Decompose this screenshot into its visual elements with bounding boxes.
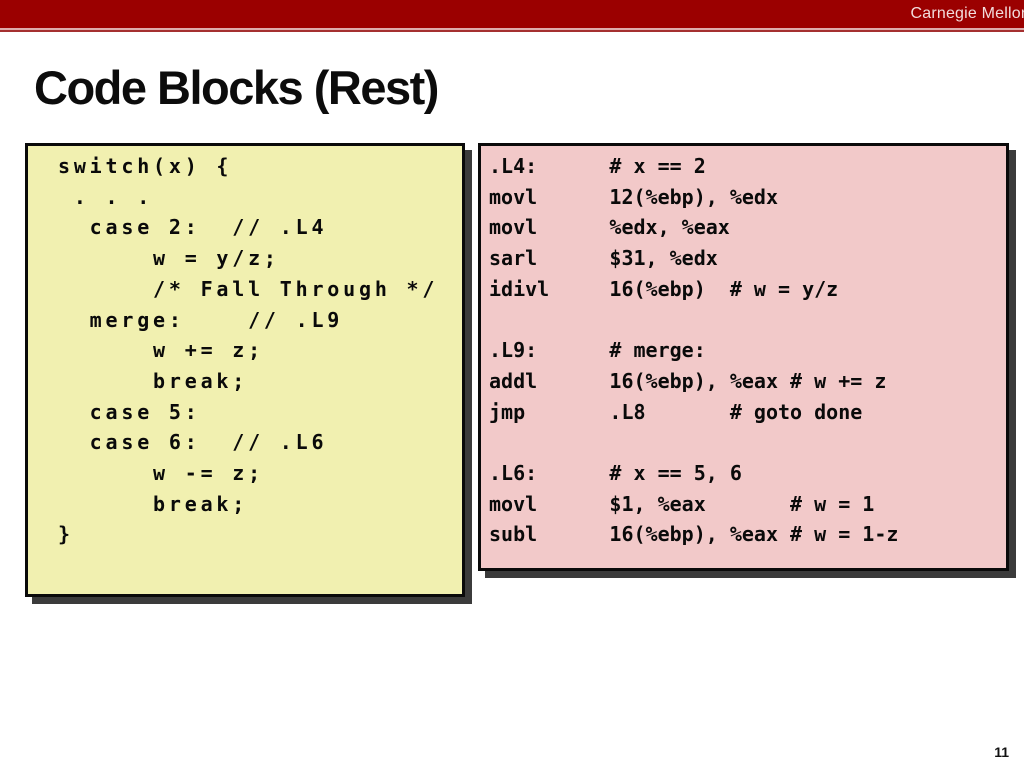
assembly-code-block: .L4: # x == 2 movl 12(%ebp), %edx movl %… bbox=[478, 143, 1009, 571]
brand-text: Carnegie Mellon bbox=[910, 5, 1024, 22]
page-title: Code Blocks (Rest) bbox=[34, 61, 439, 114]
header-bar: Carnegie Mellon bbox=[0, 0, 1024, 28]
header-bar-edge-light bbox=[0, 28, 1024, 30]
page-number: 11 bbox=[994, 744, 1009, 760]
header-bar-edge-dark bbox=[0, 30, 1024, 32]
c-code-block: switch(x) { . . . case 2: // .L4 w = y/z… bbox=[25, 143, 465, 597]
